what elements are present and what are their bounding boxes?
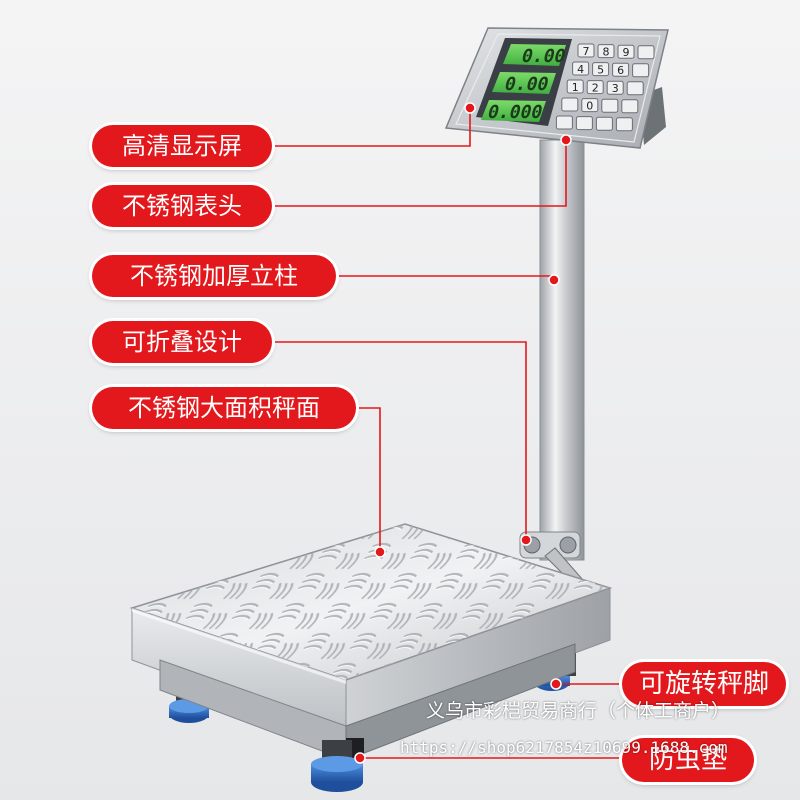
leader-line-foldable (270, 341, 527, 540)
leader-line-head (255, 140, 567, 207)
pillar (540, 140, 584, 560)
keypad-key-label: 4 (577, 63, 584, 76)
keypad-key-label: 5 (597, 64, 604, 77)
keypad-key[interactable] (612, 62, 630, 77)
pointer-dot-icon (548, 274, 560, 286)
keypad-key[interactable] (566, 79, 584, 94)
leader-line-display (250, 108, 471, 147)
keypad-key[interactable] (632, 63, 650, 78)
label-platform: 不锈钢大面积秤面 (92, 387, 356, 429)
label-pad: 防虫垫 (622, 738, 754, 782)
shop-watermark: 义乌市彩桤贸易商行（个体工商户） (426, 700, 731, 722)
pointer-dot-icon (560, 134, 572, 146)
keypad-key[interactable] (597, 44, 615, 59)
pointer-dot-icon (520, 534, 532, 546)
keypad-key[interactable] (637, 45, 655, 60)
keypad-key[interactable] (561, 97, 579, 112)
keypad-key-label: 7 (583, 45, 590, 58)
keypad-key[interactable] (555, 115, 573, 130)
keypad-key[interactable] (617, 44, 635, 59)
keypad-key-label: 9 (623, 46, 630, 59)
keypad-key[interactable] (586, 80, 604, 95)
adjustable-foot-front (311, 740, 363, 792)
url-watermark: https://shop6217854z10699.1688.com (400, 738, 728, 757)
keypad-key[interactable] (572, 61, 590, 76)
keypad-key[interactable] (621, 99, 639, 114)
keypad-key-label: 1 (572, 81, 579, 94)
pointer-dot-icon (374, 546, 386, 558)
label-pillar: 不锈钢加厚立柱 (92, 255, 336, 297)
lcd-reading-1: 0.00 (519, 46, 567, 67)
keypad-key-label: 3 (612, 82, 619, 95)
keypad-key-label: 0 (586, 100, 593, 113)
keypad-key[interactable] (581, 98, 599, 113)
keypad-key[interactable] (606, 80, 624, 95)
pointer-dot-icon (550, 678, 562, 690)
keypad-key[interactable] (575, 116, 593, 131)
keypad-key[interactable] (577, 43, 595, 58)
pointer-dot-icon (464, 102, 476, 114)
leader-line-platform (345, 407, 381, 552)
label-foldable: 可折叠设计 (92, 321, 272, 363)
label-display: 高清显示屏 (92, 125, 272, 167)
label-feet: 可旋转秤脚 (622, 662, 786, 706)
keypad-key[interactable] (601, 98, 619, 113)
label-head: 不锈钢表头 (92, 185, 272, 227)
pointer-dot-icon (354, 752, 366, 764)
keypad-key-label: 8 (603, 46, 610, 59)
keypad-key-label: 6 (617, 64, 624, 77)
keypad-key[interactable] (615, 117, 633, 132)
keypad-key[interactable] (592, 62, 610, 77)
lcd-reading-3: 0.000 (485, 102, 544, 123)
keypad-key-label: 2 (592, 82, 599, 95)
keypad-key[interactable] (626, 81, 644, 96)
lcd-reading-2: 0.00 (502, 74, 550, 95)
keypad-key[interactable] (595, 116, 613, 131)
